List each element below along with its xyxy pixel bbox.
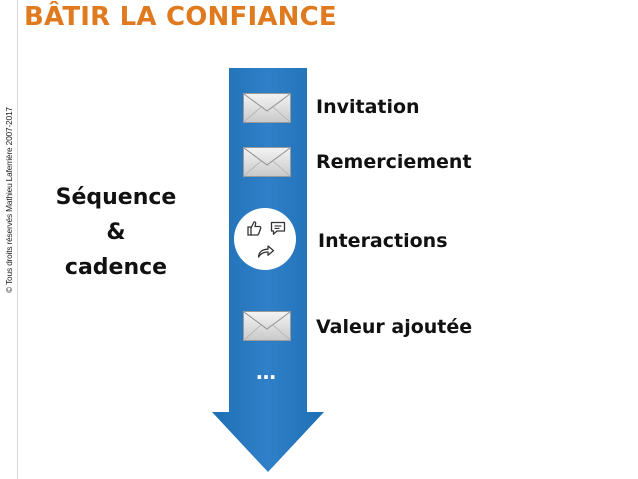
envelope-icon: [243, 147, 291, 177]
step-label-interactions: Interactions: [318, 230, 448, 252]
step-label-valeur-ajoutee: Valeur ajoutée: [316, 316, 473, 338]
step-label-remerciement: Remerciement: [316, 151, 472, 173]
envelope-icon: [243, 311, 291, 341]
left-text-line-3: cadence: [64, 255, 168, 280]
sequence-cadence-label: Séquence & cadence: [36, 180, 196, 285]
slide-title: BÂTIR LA CONFIANCE: [24, 2, 337, 32]
step-label-invitation: Invitation: [316, 96, 420, 118]
thumbs-up-icon: [247, 221, 262, 236]
comment-icon: [270, 221, 286, 235]
continuation-ellipsis: …: [256, 360, 276, 384]
share-icon: [257, 245, 275, 258]
left-text-line-1: Séquence: [55, 185, 177, 210]
left-divider: [17, 0, 18, 479]
envelope-icon: [243, 93, 291, 123]
social-interactions-icon: [234, 208, 296, 270]
left-text-line-2: &: [106, 220, 126, 245]
